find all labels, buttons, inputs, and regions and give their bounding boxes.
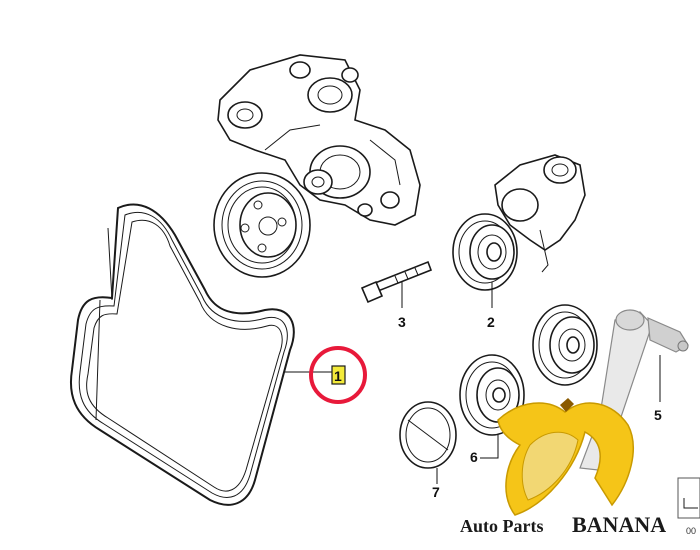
brand-main: BANANA bbox=[572, 512, 666, 537]
dust-cap-illustration bbox=[399, 401, 457, 469]
callout-1-box bbox=[331, 365, 346, 385]
brand-prefix: Auto Parts bbox=[460, 516, 544, 536]
callout-6: 6 bbox=[470, 449, 478, 465]
highlight-ring bbox=[309, 346, 367, 404]
deflection-pulley-illustration bbox=[532, 304, 598, 386]
callout-3: 3 bbox=[398, 314, 406, 330]
callout-1: 1 bbox=[334, 368, 342, 384]
callout-7: 7 bbox=[432, 484, 440, 500]
leader-lines bbox=[285, 282, 661, 484]
tensioner-pulley-illustration bbox=[452, 213, 518, 291]
banana-logo-icon bbox=[497, 398, 634, 516]
callout-5: 5 bbox=[654, 407, 662, 423]
crankshaft-pulley-illustration bbox=[213, 172, 311, 278]
water-pump-illustration bbox=[217, 54, 421, 226]
corner-text: 00 bbox=[686, 526, 696, 536]
brand-watermark: Auto Parts BANANA bbox=[460, 512, 666, 537]
poly-v-belt-illustration bbox=[70, 203, 295, 506]
belt-tensioner-illustration bbox=[494, 154, 586, 273]
corner-mark: 00 bbox=[677, 477, 700, 536]
bolt-illustration bbox=[360, 260, 433, 304]
callout-2: 2 bbox=[487, 314, 495, 330]
